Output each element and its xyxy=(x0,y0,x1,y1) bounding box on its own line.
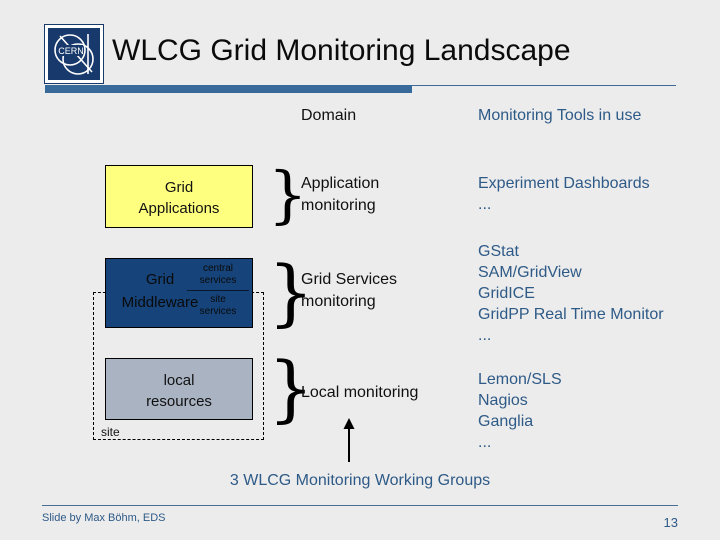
domain-line2: monitoring xyxy=(301,197,376,214)
page-title: WLCG Grid Monitoring Landscape xyxy=(112,34,571,67)
domain-line2: monitoring xyxy=(301,293,376,310)
footer-author: Slide by Max Böhm, EDS xyxy=(42,512,166,524)
layer-label-line1: local xyxy=(163,372,195,389)
tools-group-application: Experiment Dashboards ... xyxy=(478,173,650,215)
cern-logo-graphic: CERN xyxy=(48,28,100,80)
layer-box-grid-applications: Grid Applications xyxy=(105,165,253,228)
tool-item: GridPP Real Time Monitor xyxy=(478,306,664,323)
tool-item: GStat xyxy=(478,243,519,260)
brace-middleware: } xyxy=(268,250,314,334)
column-header-domain: Domain xyxy=(301,107,357,124)
tool-item: Ganglia xyxy=(478,413,534,430)
domain-line1: Application xyxy=(301,175,380,192)
tool-item: Lemon/SLS xyxy=(478,371,562,388)
layer-label-line1: Grid xyxy=(164,179,194,196)
footer-rule xyxy=(42,505,678,506)
footer-caption: 3 WLCG Monitoring Working Groups xyxy=(229,472,491,489)
layer-box-local-resources: local resources xyxy=(105,358,253,420)
site-services-line1: site xyxy=(210,294,226,305)
site-boundary-label: site xyxy=(101,425,120,439)
central-services-line2: services xyxy=(199,275,237,286)
cern-logo-text: CERN xyxy=(58,46,84,56)
domain-line1: Grid Services xyxy=(301,271,398,288)
tool-item-ellipsis: ... xyxy=(478,434,492,451)
layer-label-line2: resources xyxy=(146,393,212,410)
site-services-line2: services xyxy=(199,306,237,317)
tools-group-grid-services: GStat SAM/GridView GridICE GridPP Real T… xyxy=(478,241,664,346)
domain-label-application-monitoring: Application monitoring xyxy=(301,173,379,217)
middleware-divider xyxy=(187,290,249,291)
tool-item: GridICE xyxy=(478,285,535,302)
layer-box-grid-middleware: Grid Middleware central services site se… xyxy=(105,258,253,328)
footer-page-number: 13 xyxy=(663,515,678,530)
up-arrow-icon xyxy=(343,418,355,462)
title-rule-thick xyxy=(45,85,412,93)
middleware-central-services-label: central services xyxy=(188,263,248,287)
central-services-line1: central xyxy=(202,263,233,274)
tool-item-ellipsis: ... xyxy=(478,196,492,213)
tool-item: Experiment Dashboards xyxy=(478,175,650,192)
tools-group-local: Lemon/SLS Nagios Ganglia ... xyxy=(478,369,562,453)
cern-logo: CERN xyxy=(45,25,103,83)
domain-label-grid-services-monitoring: Grid Services monitoring xyxy=(301,269,397,313)
brace-local-resources: } xyxy=(268,346,314,430)
middleware-site-services-label: site services xyxy=(188,294,248,318)
tool-item: SAM/GridView xyxy=(478,264,582,281)
tool-item-ellipsis: ... xyxy=(478,327,492,344)
layer-label-grid-middleware: Grid Middleware xyxy=(106,268,214,314)
layer-label-line2: Middleware xyxy=(121,294,199,311)
brace-applications: } xyxy=(268,158,308,231)
column-header-tools: Monitoring Tools in use xyxy=(478,107,642,124)
layer-label-line2: Applications xyxy=(138,200,220,217)
layer-label-line1: Grid xyxy=(145,271,175,288)
tool-item: Nagios xyxy=(478,392,528,409)
domain-label-local-monitoring: Local monitoring xyxy=(301,384,419,401)
